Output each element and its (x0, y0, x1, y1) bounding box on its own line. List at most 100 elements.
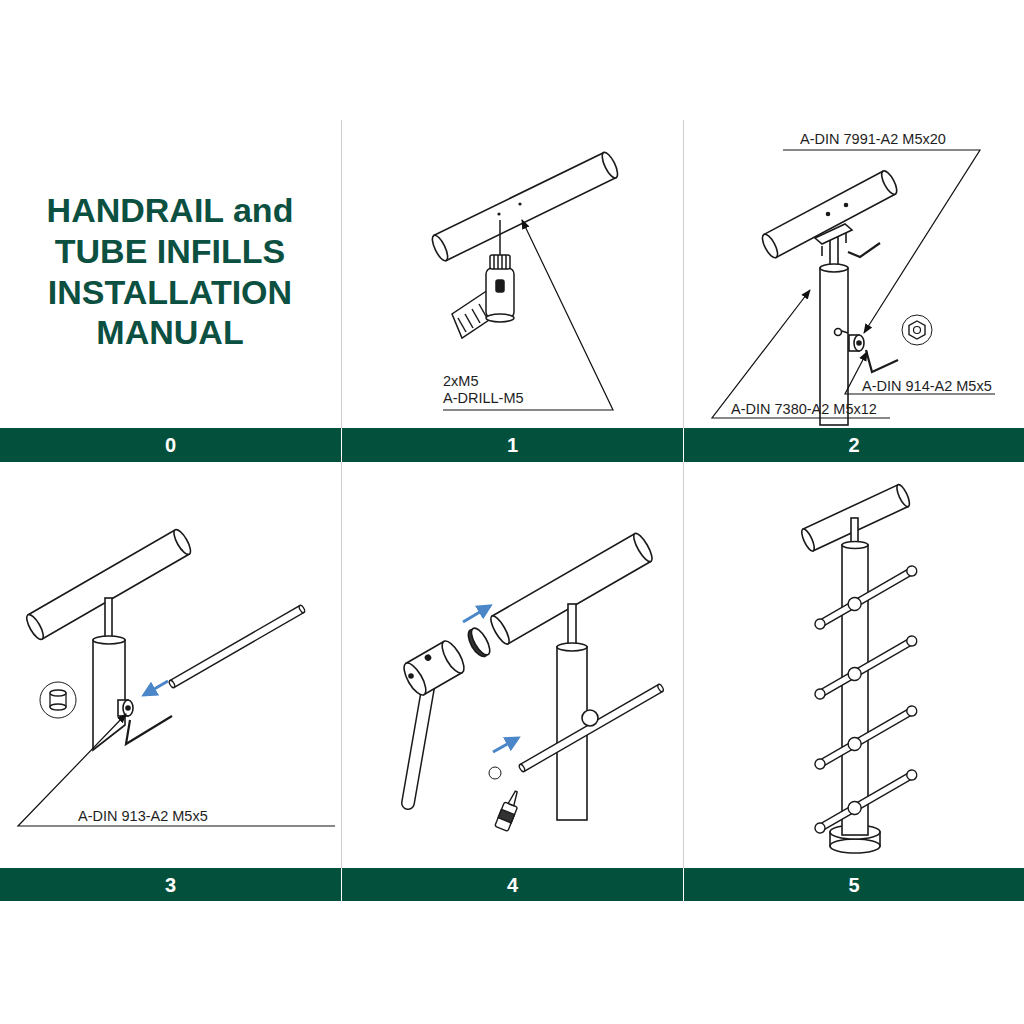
step-band: 4 (342, 868, 683, 901)
post (815, 204, 864, 426)
handrail-tube (799, 527, 816, 552)
magnifier (40, 682, 76, 718)
tube-connector (582, 710, 598, 726)
step-number: 1 (507, 435, 518, 455)
leader-line (443, 220, 613, 410)
rubber-mallet (400, 638, 468, 803)
infill-tube (818, 638, 913, 697)
post (845, 233, 847, 243)
part-code: A-DIN 914-A2 M5x5 (862, 378, 992, 394)
allen-key (848, 243, 898, 372)
drill-tool (493, 255, 495, 269)
post (845, 204, 848, 207)
infill-tube (846, 665, 864, 683)
part-code: A-DIN 7991-A2 M5x20 (800, 131, 946, 147)
infill-tube (905, 704, 919, 718)
end-cap (468, 626, 493, 658)
panel-divider (683, 120, 684, 428)
step-band: 2 (684, 428, 1024, 462)
post (820, 264, 848, 272)
handrail-tube (488, 531, 656, 646)
step-number: 3 (165, 875, 176, 895)
infill-tube (518, 684, 664, 773)
drill-tool (486, 314, 514, 322)
magnifier (902, 315, 932, 345)
infill-tube (168, 605, 305, 689)
infill-tube (812, 563, 919, 836)
panel-divider (683, 462, 684, 868)
tube-connector (489, 767, 501, 779)
infill-tube (518, 764, 525, 773)
drill-tool (486, 268, 514, 318)
part-code: A-DIN 7380-A2 M5x12 (731, 401, 877, 417)
glue-bottle (508, 790, 519, 805)
infill-tube (905, 634, 919, 648)
post (842, 331, 848, 333)
handrail-tube (24, 527, 194, 641)
leader-line (783, 150, 980, 333)
handrail-tube (171, 527, 194, 556)
handrail-tube (803, 485, 908, 551)
handrail-tube (28, 530, 189, 639)
handrail-tube (879, 169, 900, 197)
rubber-mallet (425, 654, 432, 661)
post (842, 545, 868, 835)
allen-key (848, 243, 880, 257)
handrail-tube (488, 614, 513, 647)
infill-tube (846, 735, 864, 753)
handrail-tube (599, 150, 620, 180)
allen-key (866, 350, 898, 372)
magnifier (909, 321, 925, 339)
handrail-tube (429, 233, 450, 263)
drill-hole (518, 202, 521, 205)
handrail-tube (631, 531, 656, 564)
tube-connector (489, 710, 598, 779)
rubber-mallet (400, 660, 430, 698)
infill-tube (170, 606, 304, 688)
infill-tube (168, 680, 175, 689)
drill-tool (505, 255, 507, 269)
leader-line (712, 290, 890, 418)
step-band: 0 (0, 428, 341, 462)
blue-arrow (463, 606, 490, 622)
post (557, 604, 587, 820)
post (105, 598, 112, 640)
step-number: 4 (507, 875, 518, 895)
allen-key (126, 716, 172, 744)
infill-tube (813, 757, 827, 771)
infill-tube (520, 685, 663, 772)
end-cap (464, 626, 493, 660)
infill-tube (813, 687, 827, 701)
post (821, 246, 823, 256)
drill-tool (465, 314, 473, 328)
infill-tube (905, 564, 919, 578)
blue-arrow (144, 681, 168, 695)
glue-bottle (498, 809, 514, 823)
post (126, 706, 130, 710)
panel-divider (341, 120, 342, 428)
handrail-tube (24, 612, 47, 641)
rubber-mallet (408, 688, 428, 803)
magnifier (914, 327, 921, 334)
rubber-mallet (438, 638, 468, 676)
infill-tube (657, 684, 664, 693)
magnifier (902, 315, 932, 345)
step-number: 5 (848, 875, 859, 895)
rubber-mallet (400, 638, 468, 698)
post (93, 640, 125, 750)
rubber-mallet (408, 688, 428, 803)
blue-arrow (463, 606, 518, 752)
drill-hole (497, 202, 521, 215)
post (827, 213, 830, 216)
drill-tool (497, 255, 499, 269)
drill-tool (490, 255, 510, 269)
infill-tube (812, 563, 919, 632)
post (835, 329, 842, 336)
drill-tool (501, 255, 503, 269)
infill-tube (818, 772, 913, 831)
handrail-tube (759, 232, 780, 260)
panel-divider (342, 120, 684, 868)
post (842, 542, 868, 549)
step-number: 0 (165, 435, 176, 455)
